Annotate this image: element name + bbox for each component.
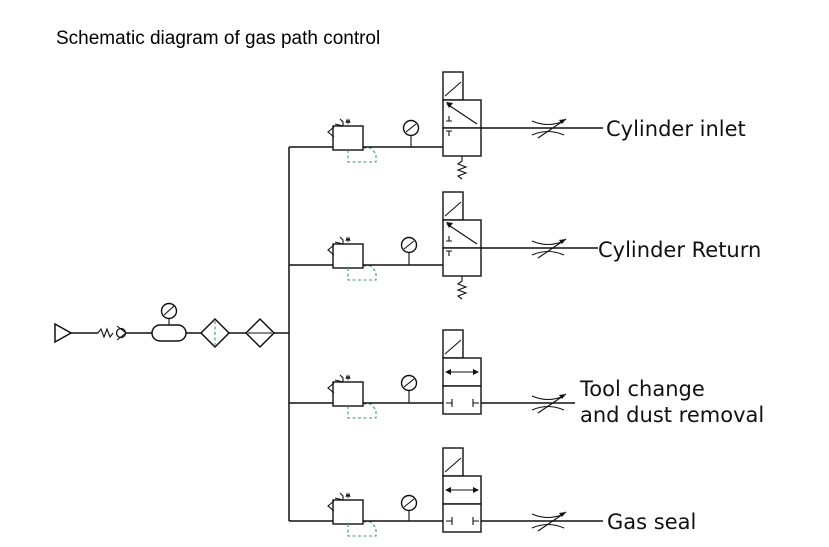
check-valve-icon: [115, 325, 127, 341]
branch-label: and dust removal: [580, 403, 764, 427]
pressure-gauge-icon: [400, 236, 418, 254]
pressure-gauge-icon: [160, 302, 178, 320]
solenoid-valve-spring-return: [442, 71, 482, 180]
branch-label: Cylinder inlet: [606, 117, 746, 141]
filter-icon: [199, 317, 231, 349]
silencer-coil-icon: [97, 327, 114, 339]
pressure-regulator-icon: [327, 236, 377, 281]
pressure-gauge-icon: [402, 119, 420, 137]
air-tank-icon: [151, 324, 187, 342]
branch-label: Cylinder Return: [598, 238, 761, 262]
branch-1: Cylinder inlet: [289, 71, 746, 180]
flow-control-icon: [531, 118, 567, 139]
flow-control-icon: [531, 393, 567, 414]
branch-label: Tool change: [579, 377, 705, 401]
solenoid-valve-double-arrow: [442, 329, 482, 415]
pressure-regulator-icon: [327, 118, 377, 163]
lubricator-icon: [244, 317, 276, 349]
pressure-regulator-icon: [327, 492, 377, 537]
branch-4: Gas seal: [289, 447, 696, 537]
solenoid-valve-double-arrow: [442, 447, 482, 533]
pressure-gauge-icon: [400, 494, 418, 512]
branch-2: Cylinder Return: [289, 191, 761, 300]
pressure-regulator-icon: [327, 374, 377, 419]
flow-control-icon: [531, 511, 567, 532]
supply-chain: [54, 302, 289, 349]
flow-control-icon: [531, 238, 567, 259]
branch-label: Gas seal: [607, 510, 696, 534]
source-triangle-icon: [54, 322, 73, 344]
branch-3: Tool change and dust removal: [289, 329, 764, 427]
solenoid-valve-spring-return: [442, 191, 482, 300]
diagram-title: Schematic diagram of gas path control: [56, 28, 381, 49]
pressure-gauge-icon: [400, 374, 418, 392]
